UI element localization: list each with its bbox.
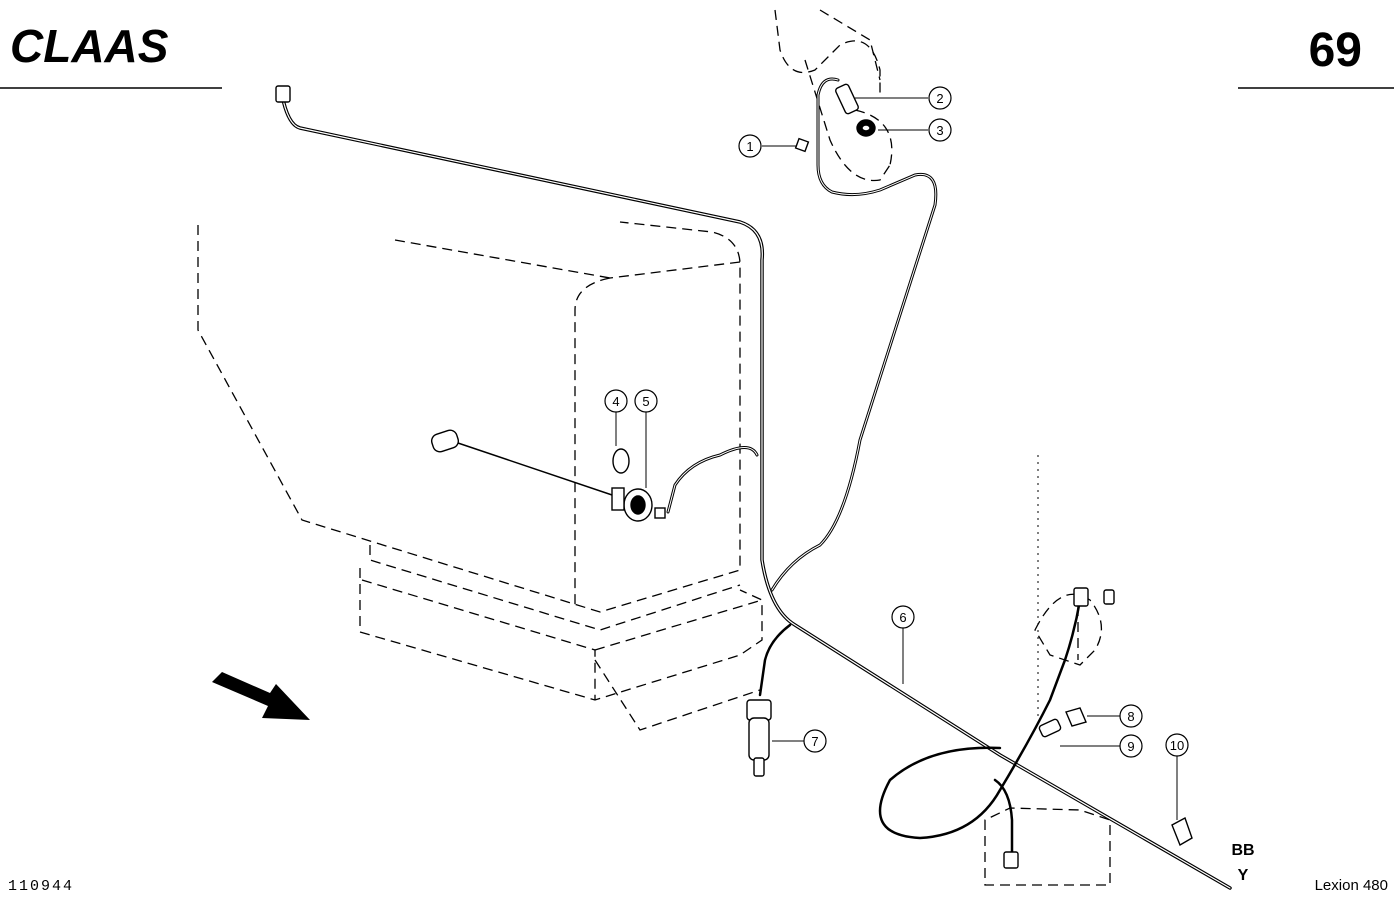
svg-text:4: 4 <box>612 394 619 409</box>
sensor-icon <box>835 83 859 115</box>
section-code-line1: BB <box>1231 842 1254 859</box>
footer: 110944 BB Y Lexion 480 <box>8 842 1388 895</box>
model-name: Lexion 480 <box>1315 877 1388 894</box>
callout-4: 4 <box>604 389 628 413</box>
brand-logo: CLAAS <box>10 20 169 72</box>
section-code-line2: Y <box>1238 867 1249 884</box>
svg-text:2: 2 <box>936 91 943 106</box>
plug-icon <box>275 85 291 103</box>
float-icon <box>430 429 460 453</box>
svg-text:10: 10 <box>1170 738 1184 753</box>
leader-lines <box>615 97 1178 820</box>
components <box>275 83 1193 869</box>
pressure-switch-icon <box>746 699 772 721</box>
gasket-icon <box>612 448 630 474</box>
page-number: 69 <box>1309 24 1362 77</box>
svg-text:5: 5 <box>642 394 649 409</box>
connector-icon <box>1003 851 1019 869</box>
svg-text:3: 3 <box>936 123 943 138</box>
callout-6: 6 <box>891 605 915 629</box>
callout-1: 1 <box>738 134 762 158</box>
sensor-9-icon <box>1038 718 1062 738</box>
callout-7: 7 <box>803 729 827 753</box>
clip-8-icon <box>1065 707 1087 727</box>
svg-text:7: 7 <box>811 734 818 749</box>
callouts: 1 2 3 4 5 6 7 8 <box>604 86 1189 758</box>
callout-8: 8 <box>1119 704 1143 728</box>
callout-10: 10 <box>1165 733 1189 757</box>
callout-9: 9 <box>1119 734 1143 758</box>
clip-icon <box>794 137 810 153</box>
callout-3: 3 <box>928 118 952 142</box>
callout-5: 5 <box>634 389 658 413</box>
bracket-icon <box>1171 816 1193 847</box>
svg-text:1: 1 <box>746 139 753 154</box>
direction-arrow-icon <box>212 672 310 720</box>
wiring-harness <box>280 77 1232 890</box>
svg-text:8: 8 <box>1127 709 1134 724</box>
machine-outline <box>197 9 1111 886</box>
callout-2: 2 <box>928 86 952 110</box>
svg-text:9: 9 <box>1127 739 1134 754</box>
drawing-ref: 110944 <box>8 878 74 895</box>
header: CLAAS 69 <box>0 20 1394 89</box>
svg-text:6: 6 <box>899 610 906 625</box>
